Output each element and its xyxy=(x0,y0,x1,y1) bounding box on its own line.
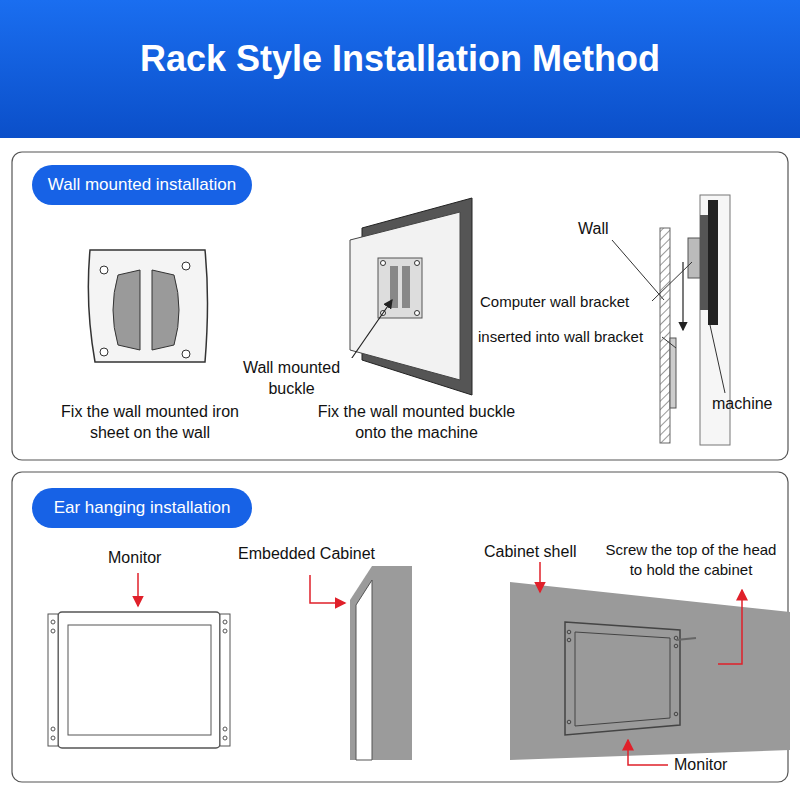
callout-label: Fix the wall mounted iron sheet on the w… xyxy=(40,402,260,444)
callout-label: Monitor xyxy=(108,548,161,569)
callout-label: inserted into wall bracket xyxy=(476,327,645,347)
section-pill: Wall mounted installation xyxy=(32,165,252,205)
page-title: Rack Style Installation Method xyxy=(0,38,800,80)
callout-label: Screw the top of the head to hold the ca… xyxy=(598,540,784,579)
section-label: Wall mounted installation xyxy=(48,175,236,195)
callout-label: Embedded Cabinet xyxy=(238,544,375,565)
callout-label: Fix the wall mounted buckle onto the mac… xyxy=(304,402,529,444)
callout-label: Computer wall bracket xyxy=(478,292,631,312)
callout-label: Wall mounted buckle xyxy=(222,358,361,400)
callout-label: machine xyxy=(712,394,772,415)
callout-label: Cabinet shell xyxy=(484,542,577,563)
section-label: Ear hanging installation xyxy=(54,498,231,518)
section-pill: Ear hanging installation xyxy=(32,488,252,528)
callout-label: Monitor xyxy=(674,755,727,776)
callout-label: Wall xyxy=(578,219,609,240)
